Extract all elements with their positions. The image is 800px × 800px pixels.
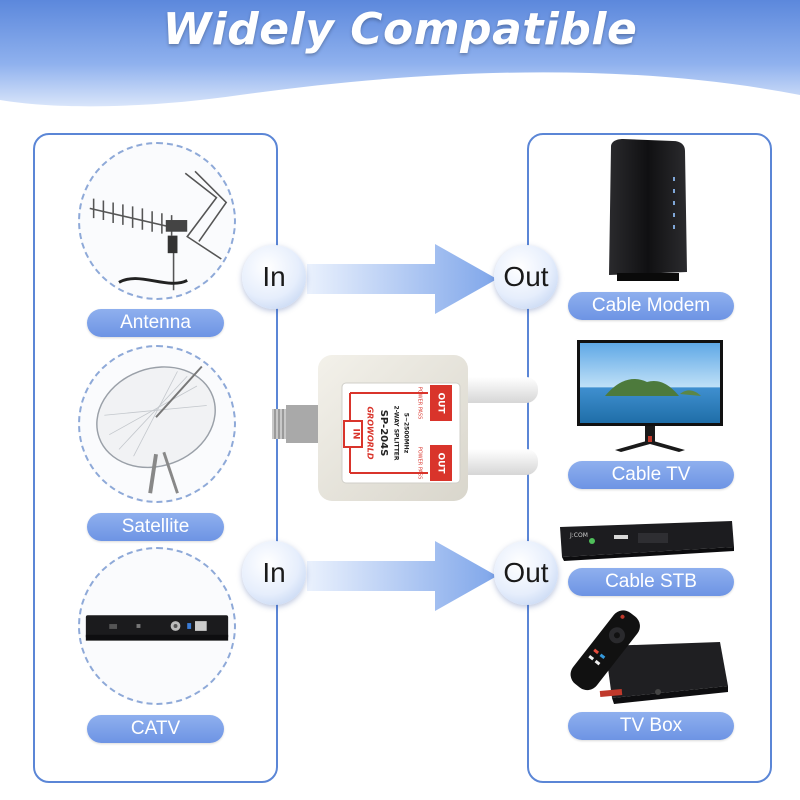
splitter-image: IN OUT OUT GROWORLD SP-204S 2-WAY SPLITT…: [272, 355, 538, 501]
out-port-badge-lower: Out: [494, 541, 558, 605]
splitter-brand: GROWORLD: [366, 406, 375, 459]
splitter-type: 2-WAY SPLITTER: [393, 405, 400, 460]
cable-modem-image: [609, 139, 687, 281]
splitter-out-text-bottom: OUT: [436, 452, 446, 474]
header-band: [0, 0, 800, 107]
splitter-in-text: IN: [351, 429, 361, 440]
splitter-out-text-top: OUT: [436, 392, 446, 414]
in-port-badge-upper: In: [242, 245, 306, 309]
satellite-dish-image: [78, 345, 236, 503]
cable-tv-label: Cable TV: [568, 461, 734, 489]
out-port-badge-upper: Out: [494, 245, 558, 309]
satellite-label: Satellite: [87, 513, 224, 541]
catv-box-image: [78, 547, 236, 705]
cable-modem-label: Cable Modem: [568, 292, 734, 320]
splitter-power-pass-bottom: POWER PASS: [417, 447, 423, 480]
splitter-model: SP-204S: [378, 410, 389, 457]
splitter-range: 5~2500MHz: [403, 413, 410, 454]
stb-brand: J:COM: [569, 532, 588, 539]
splitter-power-pass-top: POWER PASS: [417, 387, 423, 420]
in-port-badge-lower: In: [242, 541, 306, 605]
upper-arrow-icon: [307, 244, 497, 314]
tv-box-image: [570, 610, 728, 704]
antenna-label: Antenna: [87, 309, 224, 337]
stb-image: J:COM: [560, 521, 734, 561]
tv-box-label: TV Box: [568, 712, 734, 740]
antenna-image: [78, 142, 236, 300]
lower-arrow-icon: [307, 541, 497, 611]
page-title: Widely Compatible: [162, 4, 638, 55]
cable-stb-label: Cable STB: [568, 568, 734, 596]
tv-image: [577, 340, 723, 452]
catv-label: CATV: [87, 715, 224, 743]
